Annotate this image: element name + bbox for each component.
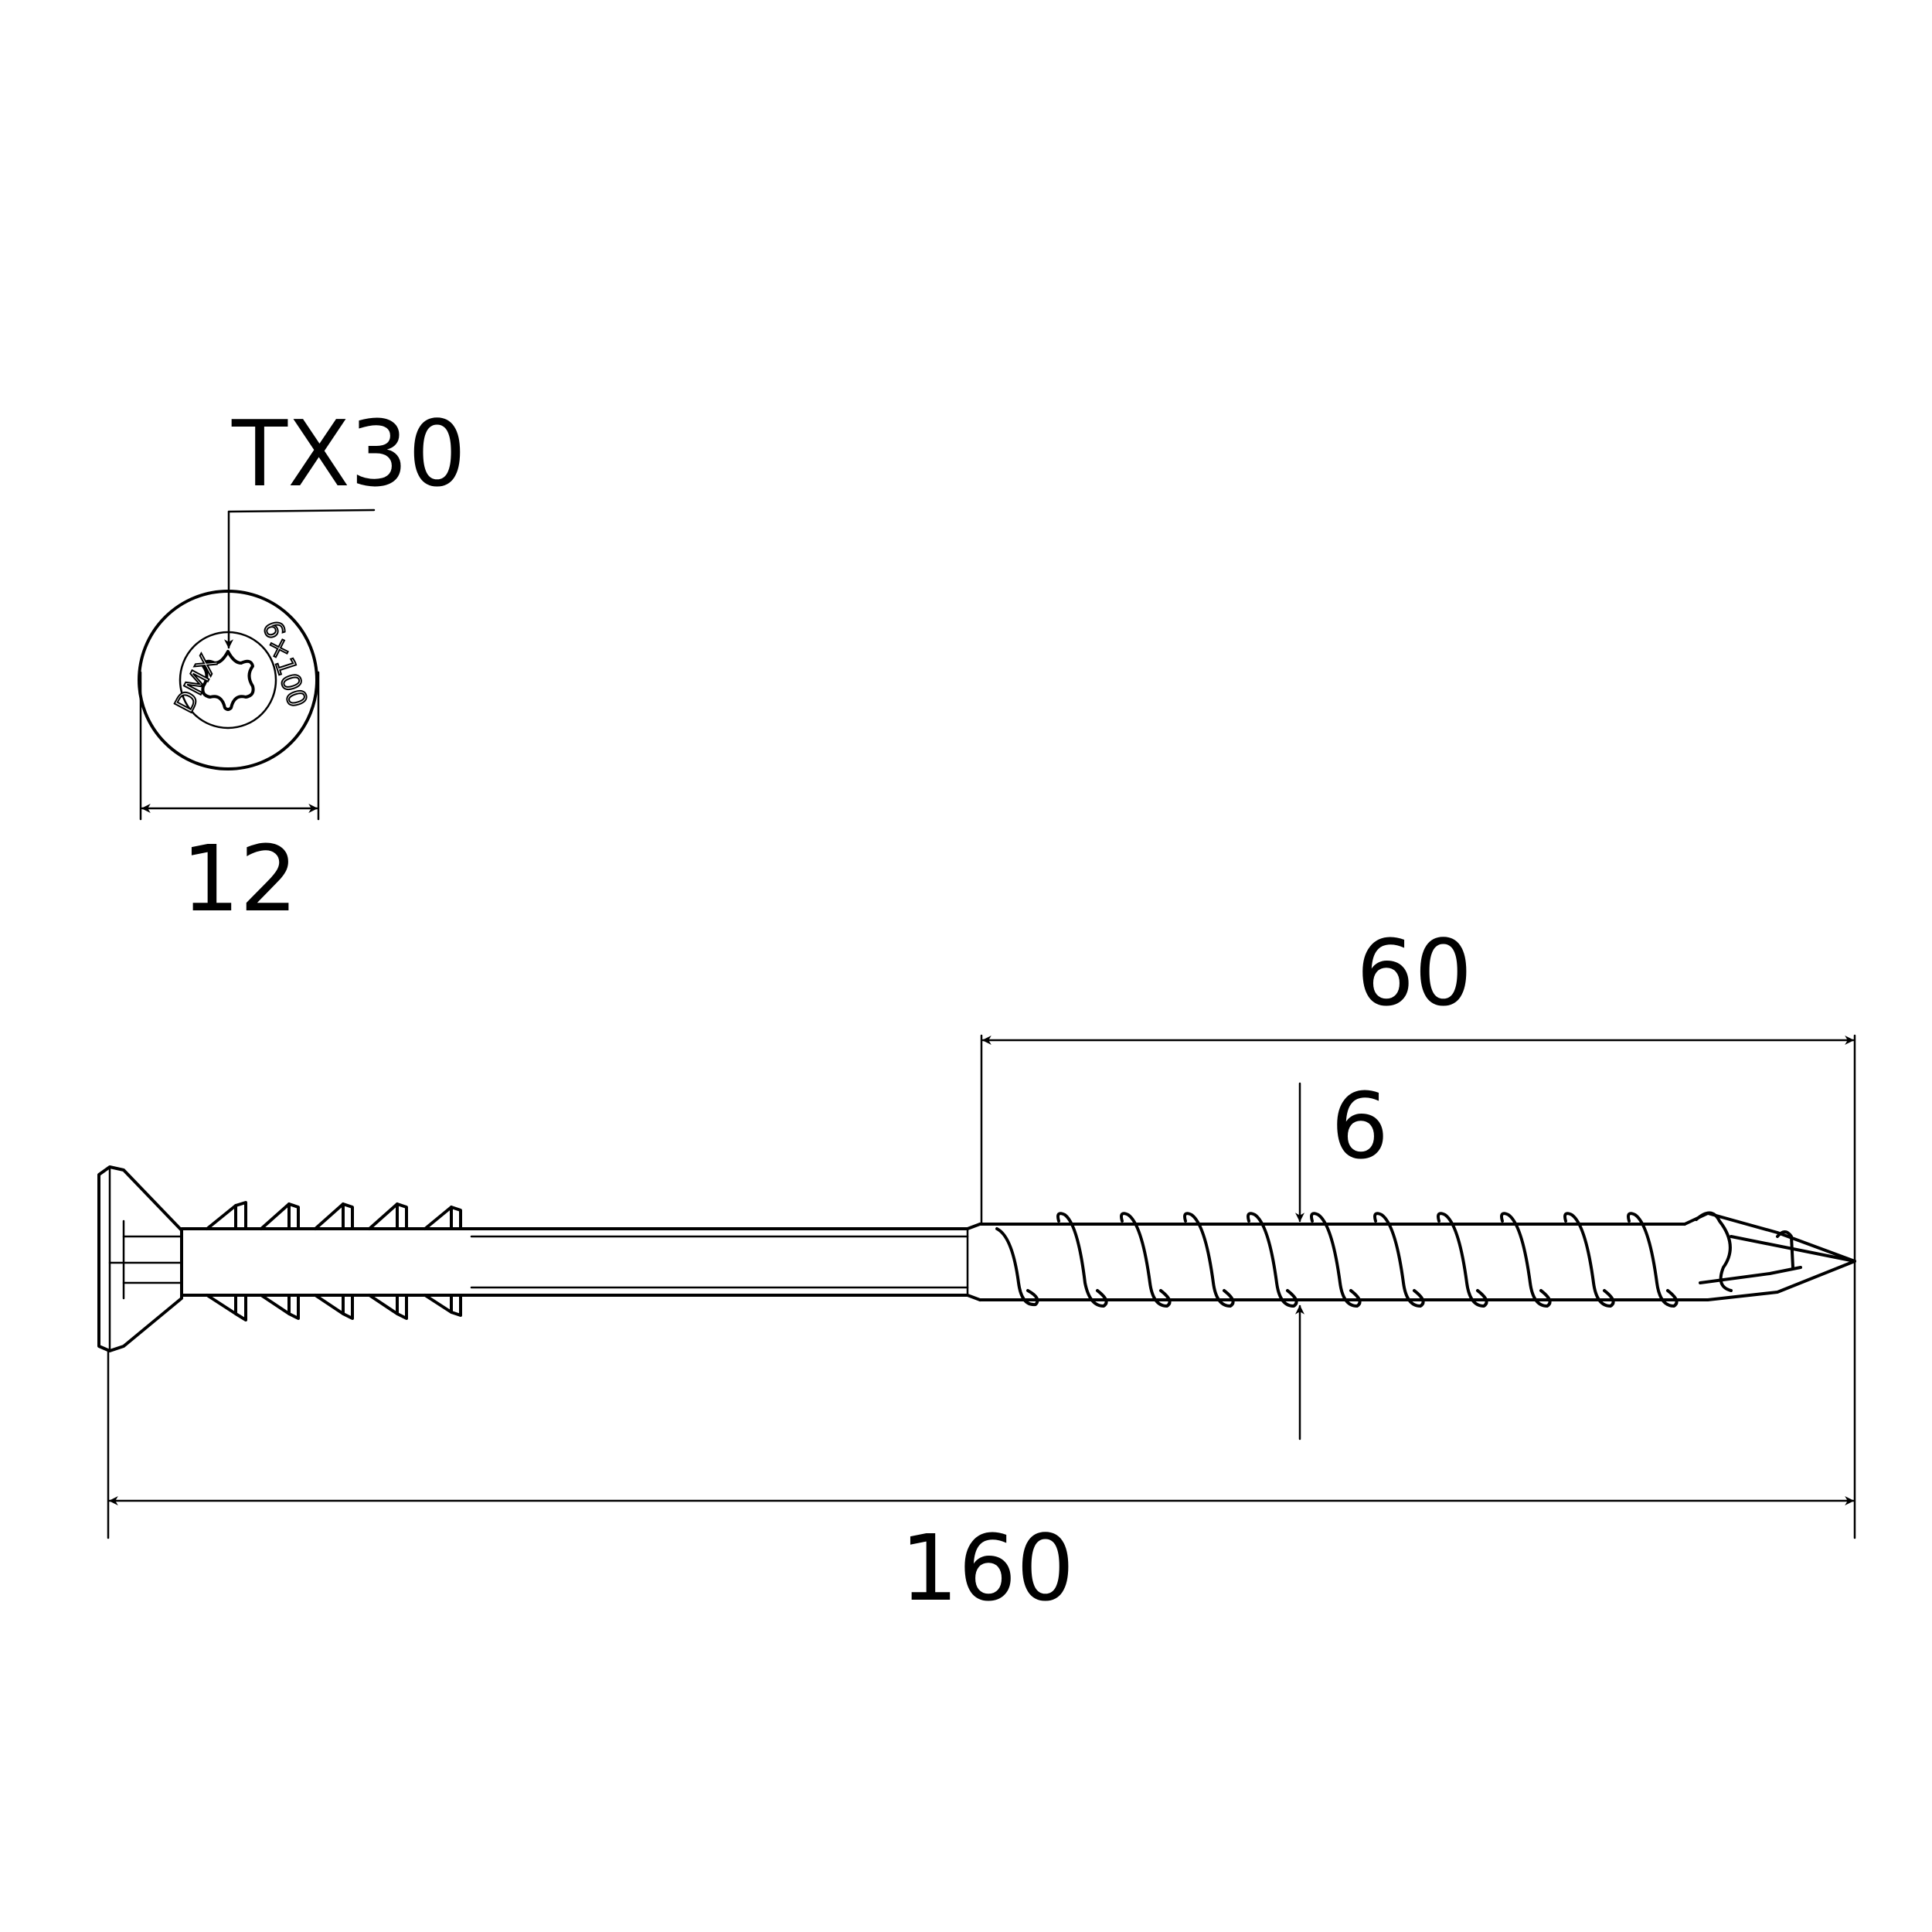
torx-recess-icon (201, 650, 255, 711)
screw-side-view (97, 1165, 1856, 1352)
screw-shank (180, 1223, 981, 1301)
thread-diameter-value: 6 (1331, 1073, 1389, 1179)
thread-length-value: 60 (1356, 920, 1472, 1026)
thread-length-dimension (980, 1034, 1856, 1539)
screw-head (97, 1165, 183, 1352)
screw-head-top-view: DMX 6×100 (138, 590, 318, 770)
drive-leader (224, 509, 376, 649)
head-diameter-dimension (139, 671, 320, 821)
head-diameter-value: 12 (182, 825, 298, 932)
drive-label: TX30 (231, 400, 466, 507)
screw-thread (978, 1212, 1686, 1308)
head-ribs (206, 1201, 462, 1321)
total-length-dimension (107, 1349, 1855, 1539)
total-length-value: 160 (900, 1515, 1074, 1621)
screw-tip (1683, 1211, 1856, 1301)
